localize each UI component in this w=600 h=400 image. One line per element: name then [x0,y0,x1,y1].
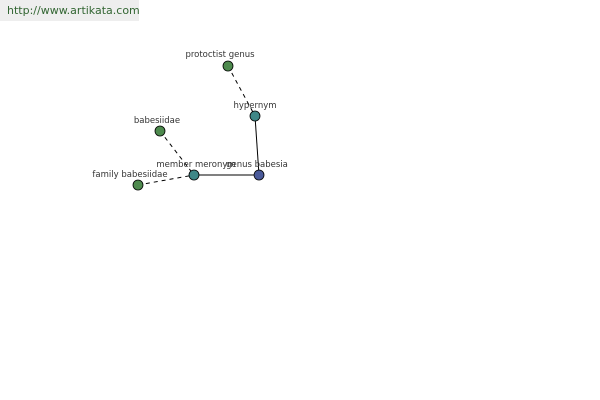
edge-protoctist-genus-to-hypernym [227,65,256,117]
url-link[interactable]: http://www.artikata.com [7,4,140,17]
edge-hypernym-to-genus-babesia [254,115,260,176]
label-family-babesiidae: family babesiidae [92,170,167,180]
node-protoctist-genus[interactable] [222,60,234,72]
label-babesiidae: babesiidae [134,116,180,126]
node-babesiidae[interactable] [154,125,166,137]
label-hypernym: hypernym [233,101,276,111]
edge-babesiidae-to-member-meronym [159,130,195,176]
label-genus-babesia: genus babesia [226,160,288,170]
node-family-babesiidae[interactable] [132,179,144,191]
node-hypernym[interactable] [249,110,261,122]
node-genus-babesia[interactable] [253,169,265,181]
url-banner[interactable]: http://www.artikata.com [0,0,140,21]
edge-family-babesiidae-to-member-meronym [137,174,195,186]
node-member-meronym[interactable] [188,169,200,181]
label-protoctist-genus: protoctist genus [185,50,255,60]
label-member-meronym: member meronym [156,160,235,170]
